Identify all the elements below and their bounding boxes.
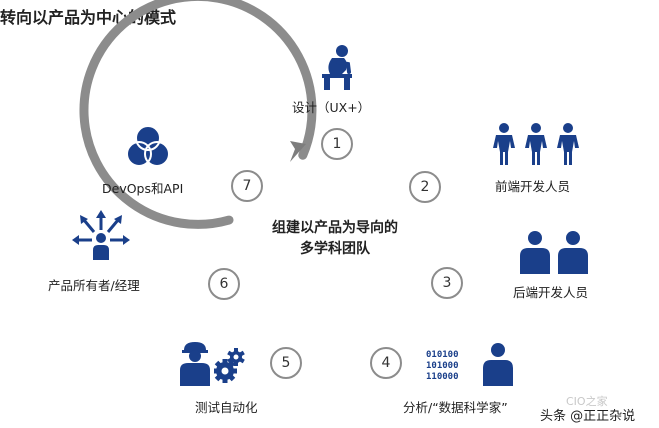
role-analytics-label: 分析/“数据科学家” [403, 400, 508, 415]
role-design-label: 设计（UX+） [292, 100, 371, 115]
watermark: 头条 @正正杂说 [540, 409, 636, 424]
step-node-3: 3 [431, 267, 463, 299]
step-node-6: 6 [208, 268, 240, 300]
role-testing-label: 测试自动化 [195, 400, 258, 415]
backend-team-icon [520, 231, 588, 274]
step-node-2: 2 [409, 171, 441, 203]
venn-circles-icon [126, 125, 170, 167]
step-node-4: 4 [370, 347, 402, 379]
cycle-arc [79, 0, 317, 229]
thinker-icon [322, 45, 352, 90]
data-scientist-icon [483, 343, 513, 386]
role-product-owner-label: 产品所有者/经理 [48, 278, 140, 293]
center-line-1: 组建以产品为导向的 [272, 220, 398, 236]
watermark-faint: CIO之家 [566, 395, 608, 408]
frontend-team-icon [493, 123, 579, 165]
gears-icon [214, 348, 245, 383]
binary-line-3: 110000 [426, 372, 459, 382]
product-owner-icon [72, 210, 130, 260]
center-label: 组建以产品为导向的 多学科团队 [250, 218, 420, 260]
role-backend-label: 后端开发人员 [513, 285, 589, 300]
binary-data-icon: 010100 101000 110000 [426, 350, 459, 382]
role-frontend-label: 前端开发人员 [495, 179, 571, 194]
step-node-5: 5 [270, 347, 302, 379]
center-line-2: 多学科团队 [300, 241, 370, 257]
step-node-1: 1 [321, 128, 353, 160]
binary-line-1: 010100 [426, 350, 459, 360]
step-node-7: 7 [231, 170, 263, 202]
engineer-icon [180, 342, 210, 386]
role-devops-label: DevOps和API [102, 181, 184, 196]
binary-line-2: 101000 [426, 361, 459, 371]
cycle-arrowhead [290, 141, 306, 162]
